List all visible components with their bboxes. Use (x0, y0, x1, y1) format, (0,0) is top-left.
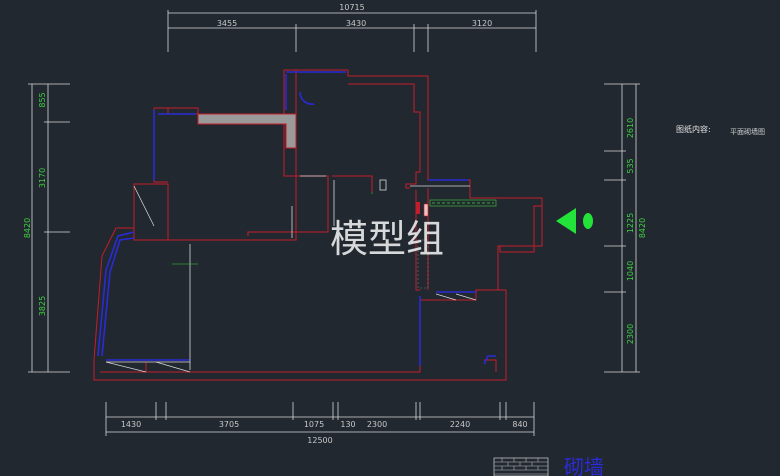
right-dimension-chain: 8420 2610 535 1225 1040 2300 (604, 83, 647, 373)
legend-brick-wall-label: 砌墙 (564, 455, 604, 476)
top-dim-total: 10715 (339, 3, 364, 12)
top-dim-segment-3: 3120 (472, 19, 492, 28)
bottom-dim-segment-4: 130 (340, 420, 355, 429)
left-dim-segment-1: 855 (38, 92, 47, 107)
bottom-dim-total: 12500 (307, 436, 332, 445)
brick-wall-hatch-icon (493, 457, 549, 476)
bottom-dimension-chain: 1430 3705 1075 130 2300 2240 840 12500 (105, 402, 535, 445)
watermark-text: 模型组 (330, 217, 444, 261)
bottom-dim-segment-5: 2300 (367, 420, 387, 429)
left-dimension-chain: 8420 855 3170 3825 (23, 83, 70, 373)
top-dim-segment-1: 3455 (217, 19, 237, 28)
left-dim-segment-3: 3825 (38, 296, 47, 316)
right-dim-segment-1: 2610 (626, 118, 635, 138)
top-dim-segment-2: 3430 (346, 19, 366, 28)
top-dimension-chain: 10715 3455 3430 3120 (167, 3, 537, 52)
bottom-dim-segment-1: 1430 (121, 420, 141, 429)
bottom-dim-segment-7: 840 (512, 420, 527, 429)
right-dim-segment-3: 1225 (626, 213, 635, 233)
bottom-dim-segment-3: 1075 (304, 420, 324, 429)
green-annotations (172, 179, 497, 265)
drawing-content-value: 平面砌墙图 (730, 127, 765, 136)
right-dim-segment-2: 535 (626, 158, 635, 173)
beam-block (197, 113, 297, 149)
interior-details (105, 175, 477, 373)
direction-indicator-icon (556, 208, 593, 234)
wall-outlines (93, 69, 543, 381)
legend: 砌墙 (493, 455, 604, 476)
right-dim-total: 8420 (638, 218, 647, 238)
drawing-content-label: 图纸内容: (676, 124, 711, 134)
window-openings (97, 71, 496, 366)
left-dim-segment-2: 3170 (38, 168, 47, 188)
bottom-dim-segment-2: 3705 (219, 420, 239, 429)
bottom-dim-segment-6: 2240 (450, 420, 470, 429)
right-dim-segment-4: 1040 (626, 261, 635, 281)
right-dim-segment-5: 2300 (626, 324, 635, 344)
left-dim-total: 8420 (23, 218, 32, 238)
